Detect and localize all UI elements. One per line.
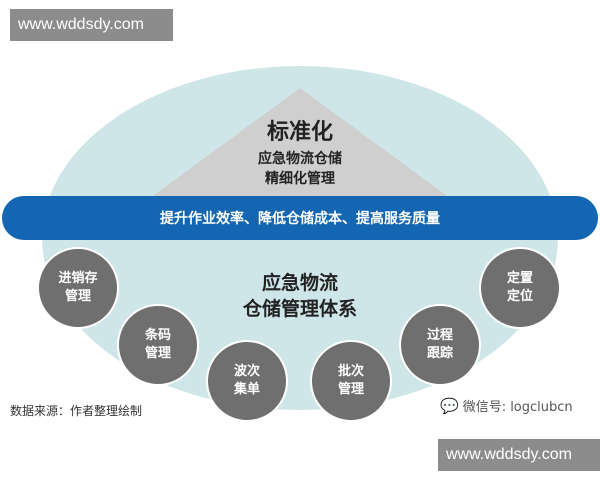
node-circle-location — [479, 247, 561, 329]
node-circle-inventory — [37, 247, 119, 329]
triangle-subtitle: 应急物流仓储 精细化管理 — [258, 151, 342, 187]
node-label-barcode: 条码 管理 — [144, 328, 171, 361]
wechat-icon: 💬 — [440, 396, 459, 415]
goal-band — [2, 196, 598, 240]
source-note: 数据来源：作者整理绘制 — [10, 404, 143, 418]
node-label-inventory: 进销存 管理 — [58, 271, 98, 304]
wechat-text: 微信号: logclubcn — [462, 400, 573, 415]
triangle-title: 标准化 — [266, 120, 333, 145]
watermark-bottom: www.wddsdy.com — [438, 439, 600, 471]
node-circle-wave — [206, 340, 288, 422]
node-label-tracking: 过程 跟踪 — [426, 328, 453, 361]
node-circle-batch — [310, 340, 392, 422]
node-label-batch: 批次 管理 — [337, 364, 364, 397]
wechat-id: 💬 微信号: logclubcn — [440, 396, 573, 416]
node-circle-barcode — [117, 304, 199, 386]
node-label-location: 定置 定位 — [506, 271, 533, 304]
system-title: 应急物流 仓储管理体系 — [242, 272, 357, 320]
standardization-triangle — [150, 88, 450, 198]
node-label-wave: 波次 集单 — [233, 364, 260, 397]
watermark-top: www.wddsdy.com — [10, 9, 173, 41]
goal-band-text: 提升作业效率、降低仓储成本、提高服务质量 — [160, 211, 440, 227]
node-circle-tracking — [399, 304, 481, 386]
